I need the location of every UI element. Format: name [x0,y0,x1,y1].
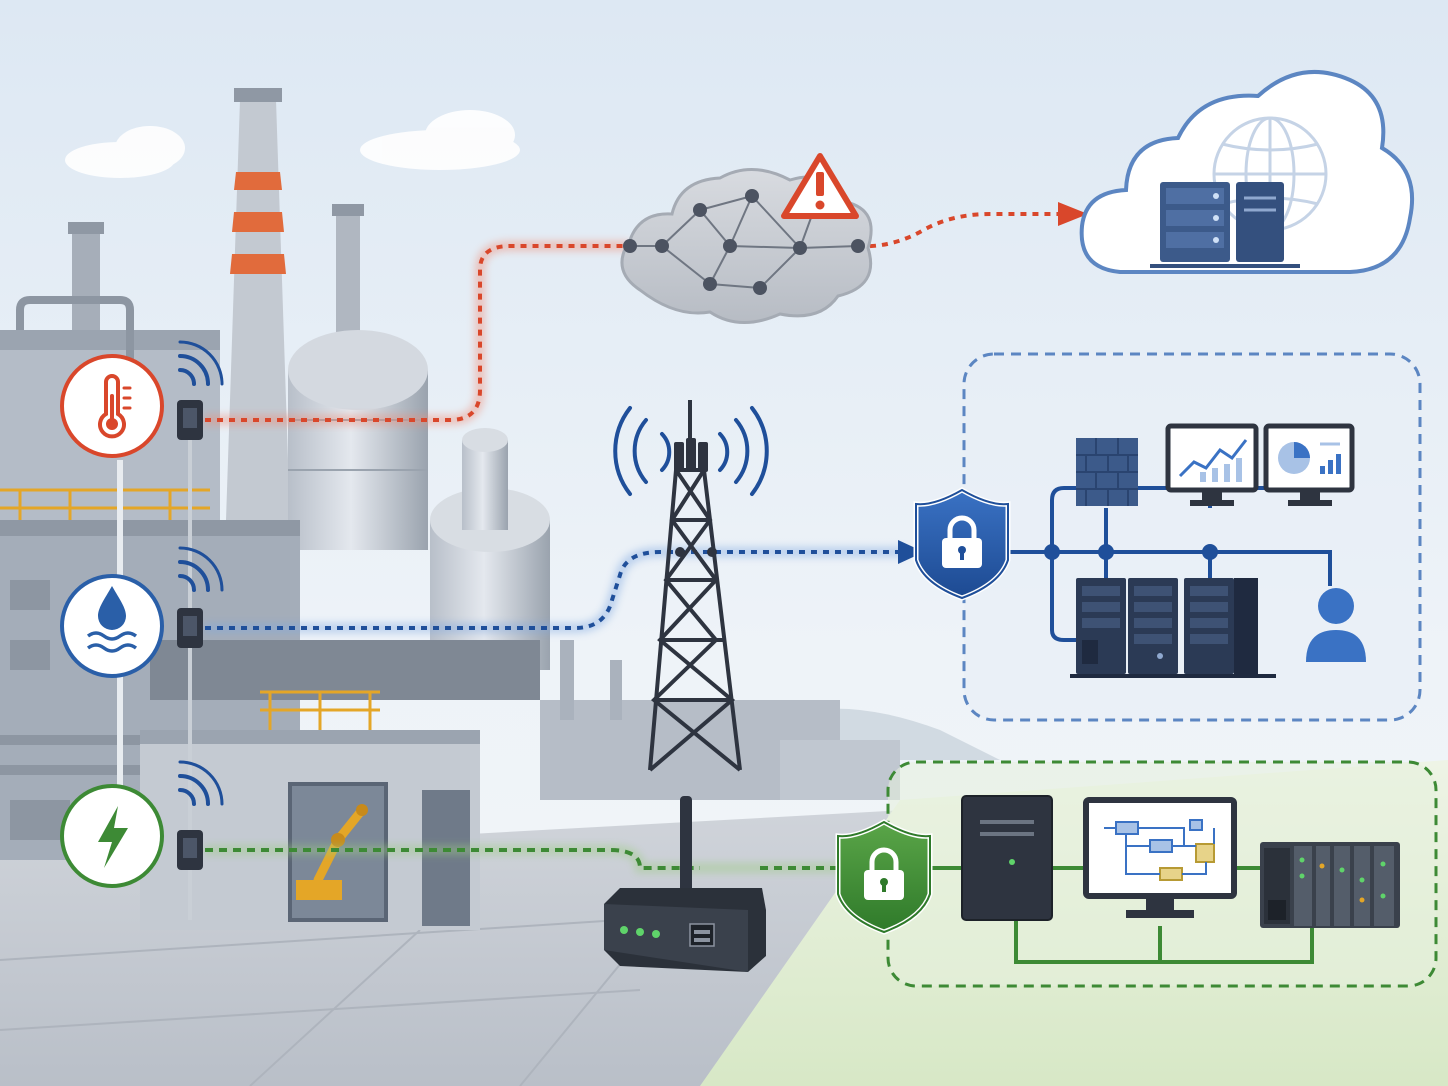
plc-rack [1260,842,1400,928]
user-icon [1306,588,1366,662]
chimney-right [332,204,364,352]
wireless-signal-icon [178,760,224,806]
thermometer-icon [98,374,132,439]
hmi-monitor [1083,797,1237,918]
control-security-shield[interactable] [835,819,933,935]
iot-gateway-router[interactable] [604,796,766,972]
pie-chart-icon [1278,442,1341,474]
firewall-icon [1076,438,1138,506]
background-clouds [65,110,520,178]
cell-tower[interactable] [613,400,769,772]
cellular-path [205,540,924,630]
public-mesh-network[interactable] [620,153,873,324]
analytics-monitor [1165,423,1259,506]
line-chart-icon [1178,439,1248,482]
power-sensor[interactable] [60,760,224,888]
temperature-sensor[interactable] [60,340,224,458]
antenna-icon [680,796,692,896]
local-gateway-path [205,848,850,870]
broadcast-signal-icon [613,406,769,496]
dashboard-monitor [1263,423,1355,506]
warning-triangle-icon [781,153,859,219]
cloud-server[interactable] [1079,69,1415,274]
globe-icon [1212,116,1328,232]
water-drop-icon [86,586,138,653]
wireless-signal-icon [178,546,224,592]
blue-arrowhead [898,540,924,564]
workstation-tower [961,795,1053,921]
storage-tank-large [288,330,428,550]
lightning-bolt-icon [98,806,128,868]
red-arrowhead [1058,202,1088,226]
wireless-signal-icon [178,340,224,386]
server-rack-group [1070,578,1276,678]
enterprise-security-shield[interactable] [913,487,1011,601]
robot-arm [296,804,368,900]
control-network[interactable] [886,760,1438,988]
public-internet-path [205,202,1088,422]
enterprise-network[interactable] [962,352,1422,722]
process-diagram-icon [1104,819,1215,881]
water-sensor[interactable] [60,546,224,678]
server-rack-icon [1150,182,1300,268]
padlock-icon [864,847,904,900]
padlock-icon [942,515,982,568]
